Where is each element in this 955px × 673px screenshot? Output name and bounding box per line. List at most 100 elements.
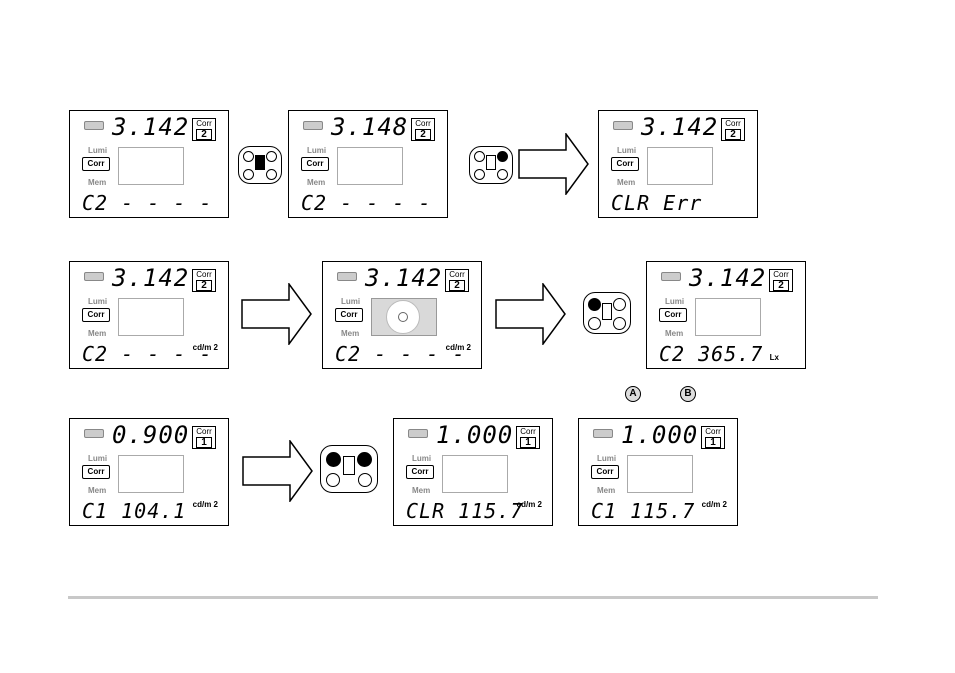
key-center[interactable] <box>255 155 265 170</box>
key-bottom-right[interactable] <box>497 169 508 180</box>
battery-icon <box>337 272 357 281</box>
sensor-window <box>118 455 184 493</box>
mem-label: Mem <box>88 178 107 187</box>
key-top-left[interactable] <box>326 452 341 467</box>
key-center[interactable] <box>343 456 355 475</box>
top-reading: 3.142 <box>365 264 443 292</box>
battery-icon <box>84 272 104 281</box>
top-reading: 3.142 <box>689 264 767 292</box>
battery-icon <box>593 429 613 438</box>
top-reading: 3.142 <box>112 264 190 292</box>
battery-icon <box>661 272 681 281</box>
top-reading: 3.142 <box>641 113 719 141</box>
battery-icon <box>613 121 633 130</box>
key-bottom-left[interactable] <box>588 317 601 330</box>
unit-label: cd/m 2 <box>701 500 727 509</box>
bottom-reading: C2 - - - - <box>335 342 466 366</box>
bottom-reading: C1 104.1 <box>82 499 187 523</box>
corr-mode-label: Corr <box>301 157 329 171</box>
mem-label: Mem <box>617 178 636 187</box>
unit-label: cd/m 2 <box>445 343 471 352</box>
key-bottom-left[interactable] <box>243 169 254 180</box>
key-top-left[interactable] <box>243 151 254 162</box>
top-reading: 1.000 <box>436 421 514 449</box>
arrow-right-icon <box>242 440 313 502</box>
lumi-label: Lumi <box>307 146 327 155</box>
lumi-label: Lumi <box>617 146 637 155</box>
unit-label: cd/m 2 <box>516 500 542 509</box>
corr-mode-label: Corr <box>82 308 110 322</box>
top-reading: 1.000 <box>621 421 699 449</box>
sensor-window <box>337 147 403 185</box>
sensor-window <box>118 147 184 185</box>
top-reading: 0.900 <box>112 421 190 449</box>
corr-mode-label: Corr <box>82 465 110 479</box>
key-top-left[interactable] <box>474 151 485 162</box>
lumi-label: Lumi <box>341 297 361 306</box>
battery-icon <box>408 429 428 438</box>
key-top-right[interactable] <box>266 151 277 162</box>
keypad-top-right-pressed[interactable] <box>469 146 513 184</box>
mem-label: Mem <box>597 486 616 495</box>
key-center[interactable] <box>486 155 496 170</box>
keypad-both-top-pressed[interactable] <box>320 445 378 493</box>
bottom-reading: C2 - - - - <box>82 191 213 215</box>
arrow-right-icon <box>518 133 589 195</box>
keypad-top-left-pressed[interactable] <box>583 292 631 334</box>
top-reading: 3.142 <box>112 113 190 141</box>
disc-center-icon <box>398 312 408 322</box>
key-top-right[interactable] <box>357 452 372 467</box>
sensor-window <box>647 147 713 185</box>
key-bottom-left[interactable] <box>326 473 340 487</box>
battery-icon <box>84 429 104 438</box>
arrow-right-icon <box>495 283 566 345</box>
corr-mode-label: Corr <box>659 308 687 322</box>
unit-label: cd/m 2 <box>192 500 218 509</box>
label-a: A <box>625 386 641 402</box>
key-center[interactable] <box>602 303 612 320</box>
bottom-reading: C2 - - - - <box>301 191 432 215</box>
keypad-center-pressed[interactable] <box>238 146 282 184</box>
battery-icon <box>84 121 104 130</box>
corr-mode-label: Corr <box>406 465 434 479</box>
key-top-left[interactable] <box>588 298 601 311</box>
unit-label: Lx <box>769 353 779 362</box>
mem-label: Mem <box>665 329 684 338</box>
lumi-label: Lumi <box>88 146 108 155</box>
key-bottom-right[interactable] <box>266 169 277 180</box>
label-b: B <box>680 386 696 402</box>
divider <box>68 596 878 599</box>
mem-label: Mem <box>412 486 431 495</box>
top-reading: 3.148 <box>331 113 409 141</box>
key-top-right[interactable] <box>497 151 508 162</box>
key-top-right[interactable] <box>613 298 626 311</box>
key-bottom-right[interactable] <box>358 473 372 487</box>
key-bottom-left[interactable] <box>474 169 485 180</box>
arrow-right-icon <box>241 283 312 345</box>
lumi-label: Lumi <box>88 454 108 463</box>
corr-mode-label: Corr <box>82 157 110 171</box>
lumi-label: Lumi <box>88 297 108 306</box>
mem-label: Mem <box>341 329 360 338</box>
key-bottom-right[interactable] <box>613 317 626 330</box>
bottom-reading: C1 115.7 <box>591 499 696 523</box>
mem-label: Mem <box>307 178 326 187</box>
unit-label: cd/m 2 <box>192 343 218 352</box>
lumi-label: Lumi <box>665 297 685 306</box>
